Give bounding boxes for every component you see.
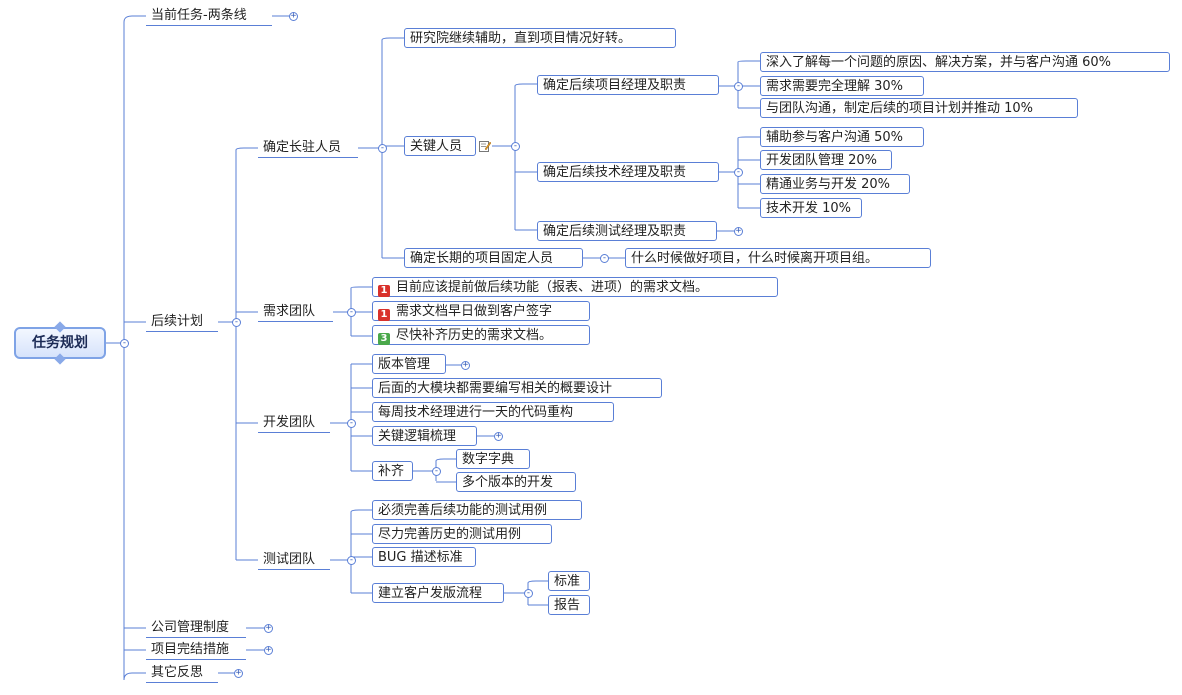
- req-item-3[interactable]: 3 尽快补齐历史的需求文档。: [372, 325, 590, 345]
- expand-toggle[interactable]: +: [289, 11, 298, 21]
- branch-project-close[interactable]: 项目完结措施: [146, 640, 246, 660]
- collapse-toggle[interactable]: -: [734, 167, 743, 177]
- expand-toggle[interactable]: +: [264, 623, 273, 633]
- collapse-toggle[interactable]: -: [232, 317, 241, 327]
- root-topic[interactable]: 任务规划: [14, 327, 106, 359]
- collapse-toggle[interactable]: -: [432, 466, 441, 476]
- pm-item-1[interactable]: 深入了解每一个问题的原因、解决方案，并与客户沟通 60%: [760, 52, 1170, 72]
- collapse-toggle[interactable]: -: [120, 338, 129, 348]
- topic-fixed-staff[interactable]: 确定长期的项目固定人员: [404, 248, 583, 268]
- collapse-toggle[interactable]: -: [600, 253, 609, 263]
- req-item-1[interactable]: 1 目前应该提前做后续功能（报表、进项）的需求文档。: [372, 277, 778, 297]
- collapse-toggle[interactable]: -: [524, 588, 533, 598]
- req-item-2[interactable]: 1 需求文档早日做到客户签字: [372, 301, 590, 321]
- pencil-note-icon[interactable]: [479, 140, 491, 152]
- req-item-text: 尽快补齐历史的需求文档。: [396, 328, 553, 343]
- collapse-toggle[interactable]: -: [347, 555, 356, 565]
- topic-institute-support[interactable]: 研究院继续辅助，直到项目情况好转。: [404, 28, 676, 48]
- root-label: 任务规划: [32, 335, 88, 351]
- collapse-toggle[interactable]: -: [511, 141, 520, 151]
- test-item-history-cases[interactable]: 尽力完善历史的测试用例: [372, 524, 552, 544]
- req-item-text: 目前应该提前做后续功能（报表、进项）的需求文档。: [396, 280, 709, 295]
- topic-key-people[interactable]: 关键人员: [404, 136, 476, 156]
- collapse-toggle[interactable]: -: [347, 418, 356, 428]
- collapse-toggle[interactable]: -: [347, 307, 356, 317]
- pm-item-3[interactable]: 与团队沟通，制定后续的项目计划并推动 10%: [760, 98, 1078, 118]
- collapse-toggle[interactable]: -: [734, 81, 743, 91]
- dev-item-logic[interactable]: 关键逻辑梳理: [372, 426, 477, 446]
- req-item-text: 需求文档早日做到客户签字: [396, 304, 553, 319]
- release-standard[interactable]: 标准: [548, 571, 590, 591]
- priority-3-icon: 3: [378, 333, 390, 345]
- branch-current-task[interactable]: 当前任务-两条线: [146, 6, 272, 26]
- test-item-release-process[interactable]: 建立客户发版流程: [372, 583, 504, 603]
- dev-item-supplement[interactable]: 补齐: [372, 461, 413, 481]
- priority-1-icon: 1: [378, 309, 390, 321]
- tm-item-3[interactable]: 精通业务与开发 20%: [760, 174, 910, 194]
- test-item-future-cases[interactable]: 必须完善后续功能的测试用例: [372, 500, 582, 520]
- tm-item-1[interactable]: 辅助参与客户沟通 50%: [760, 127, 924, 147]
- dev-item-refactor[interactable]: 每周技术经理进行一天的代码重构: [372, 402, 614, 422]
- tm-item-2[interactable]: 开发团队管理 20%: [760, 150, 892, 170]
- topic-project-manager[interactable]: 确定后续项目经理及职责: [537, 75, 719, 95]
- topic-resident-staff[interactable]: 确定长驻人员: [258, 138, 358, 158]
- priority-1-icon: 1: [378, 285, 390, 297]
- branch-other-reflection[interactable]: 其它反思: [146, 663, 218, 683]
- tm-item-4[interactable]: 技术开发 10%: [760, 198, 862, 218]
- expand-toggle[interactable]: +: [461, 360, 470, 370]
- topic-test-team[interactable]: 测试团队: [258, 550, 330, 570]
- expand-toggle[interactable]: +: [494, 431, 503, 441]
- test-item-bug-standard[interactable]: BUG 描述标准: [372, 547, 476, 567]
- topic-fixed-staff-note[interactable]: 什么时候做好项目，什么时候离开项目组。: [625, 248, 931, 268]
- supplement-dictionary[interactable]: 数字字典: [456, 449, 530, 469]
- topic-requirement-team[interactable]: 需求团队: [258, 302, 333, 322]
- supplement-multi-version[interactable]: 多个版本的开发: [456, 472, 576, 492]
- dev-item-design[interactable]: 后面的大模块都需要编写相关的概要设计: [372, 378, 662, 398]
- topic-qa-manager[interactable]: 确定后续测试经理及职责: [537, 221, 717, 241]
- expand-toggle[interactable]: +: [734, 226, 743, 236]
- expand-toggle[interactable]: +: [234, 668, 243, 678]
- topic-dev-team[interactable]: 开发团队: [258, 413, 330, 433]
- branch-followup-plan[interactable]: 后续计划: [146, 312, 218, 332]
- expand-toggle[interactable]: +: [264, 645, 273, 655]
- topic-tech-manager[interactable]: 确定后续技术经理及职责: [537, 162, 719, 182]
- dev-item-version[interactable]: 版本管理: [372, 354, 446, 374]
- pm-item-2[interactable]: 需求需要完全理解 30%: [760, 76, 924, 96]
- branch-company-rules[interactable]: 公司管理制度: [146, 618, 246, 638]
- release-report[interactable]: 报告: [548, 595, 590, 615]
- collapse-toggle[interactable]: -: [378, 143, 387, 153]
